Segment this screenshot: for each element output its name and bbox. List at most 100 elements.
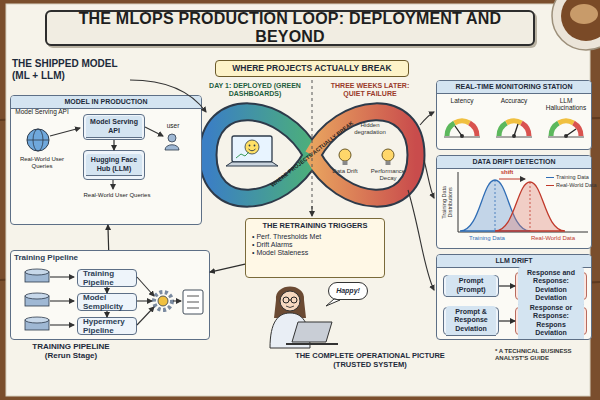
prompt-box: Prompt (Prompt): [443, 275, 499, 297]
node-text: DATA DRIFT DETECTION: [437, 156, 591, 169]
coffee-cup: [561, 0, 600, 41]
label-text: DAY 1: DEPLOYED (GREEN DASHBOARDS): [205, 82, 305, 98]
node-text: • Model Staleness: [252, 249, 378, 257]
label-text: THE COMPLETE OPERATIONAL PICTURE (TRUSTE…: [282, 352, 458, 369]
infinity-loop: [312, 112, 416, 198]
legend-swatch: [546, 177, 554, 178]
analyst-figure: [280, 291, 300, 311]
flow-arrow: [424, 160, 434, 198]
infinity-loop: [208, 112, 312, 198]
process-box: Model Semplicity: [77, 293, 137, 311]
connector-arrow: [210, 264, 245, 272]
node-text: MODEL IN PRODUCTION: [11, 96, 201, 109]
node-text: LLM DRIFT: [437, 255, 591, 268]
label-text: Real-World User Queries: [76, 192, 158, 199]
infinity-loop: [208, 80, 416, 214]
node-text: Response and Response: Deviation Deviati…: [518, 267, 584, 304]
flow-arrow: [311, 206, 312, 216]
response-box: Response or Response: Respons Deviation: [515, 307, 587, 335]
label-text: LLM Hallucinations: [541, 97, 591, 112]
analyst-figure: [291, 297, 297, 303]
analyst-figure: [283, 297, 289, 303]
warning-bulbs: [382, 149, 394, 161]
coffee-cup: [570, 4, 598, 24]
node-text: • Drift Alarms: [252, 241, 378, 249]
warning-bulbs: [343, 161, 348, 165]
process-box: Training Pipeline: [77, 269, 137, 287]
analyst-figure: [289, 300, 291, 301]
label-text: Accuracy: [489, 97, 539, 104]
node-text: Happy!: [336, 287, 360, 295]
dashboard-laptop: [249, 149, 256, 151]
warning-bulbs: [339, 149, 394, 165]
analyst-figure: [286, 343, 338, 345]
analyst-figure: [270, 313, 310, 348]
label-text: Real-World User Queries: [14, 156, 70, 170]
speech-bubble: Happy!: [328, 282, 368, 300]
legend-text: Training Data: [556, 174, 589, 180]
legend-swatch: [546, 185, 554, 186]
node-text: • Perf. Thresholds Met: [252, 233, 378, 241]
title-text: THE MLOPS PRODUCTION LOOP: DEPLOYMENT AN…: [47, 10, 533, 46]
banner-box: WHERE PROJECTS ACTUALLY BREAK: [215, 60, 409, 77]
legend-text: Real-World Data: [556, 182, 597, 188]
legend-item: Training Data: [546, 174, 589, 180]
label-text: Training Data: [462, 235, 512, 242]
speech-tail: [326, 299, 340, 306]
panel-box: REAL-TIME MONITORING STATION: [436, 80, 592, 150]
infinity-loop: [208, 112, 312, 198]
dashboard-laptop: [232, 136, 272, 162]
label-text: Data Drift: [325, 168, 365, 175]
label-text: Real-World Data: [522, 235, 584, 242]
label-text: Model Serving API: [14, 108, 70, 115]
coffee-cup: [552, 0, 600, 50]
analyst-figure: [292, 322, 332, 342]
flow-arrow: [420, 112, 434, 125]
group-box: Training PipelineTRAINING PIPELINE (Reru…: [10, 250, 210, 340]
node-text: Training Pipeline: [11, 251, 209, 264]
node-text: THE RETRAINING TRIGGERS: [252, 222, 378, 231]
speech-tail: [326, 299, 340, 306]
process-box: Hugging Face Hub (LLM): [83, 150, 145, 180]
infinity-loop: [312, 112, 416, 198]
node-text: Hugging Face Hub (LLM): [86, 154, 142, 175]
dashboard-laptop: [249, 145, 251, 147]
node-text: Model Semplicity: [80, 291, 134, 313]
label-text: Latency: [437, 97, 487, 104]
dashboard-laptop: [236, 152, 249, 158]
label-text: Training Data Distributions: [441, 172, 454, 232]
node-text: REAL-TIME MONITORING STATION: [437, 81, 591, 94]
dashboard-laptop: [226, 162, 278, 166]
node-text: Training Pipeline: [80, 267, 134, 289]
response-box: Response and Response: Deviation Deviati…: [515, 272, 587, 300]
node-text: Hypermery Pipeline: [80, 315, 134, 337]
label-text: user: [158, 122, 188, 129]
dashboard-laptop: [245, 140, 259, 154]
flow-arrow: [408, 190, 434, 290]
connector-arrow: [107, 225, 109, 250]
node-text: WHERE PROJECTS ACTUALLY BREAK: [232, 64, 391, 74]
panel-box: DATA DRIFT DETECTION: [436, 155, 592, 249]
label-text: Hidden degradation: [345, 122, 395, 136]
coffee-cup: [552, 0, 600, 50]
trigger-box: THE RETRAINING TRIGGERS • Perf. Threshold…: [245, 218, 385, 278]
dashboard-laptop: [226, 136, 278, 166]
dashboard-laptop: [254, 145, 256, 147]
label-text: THREE WEEKS LATER: QUIET FAILURE: [322, 82, 418, 98]
prompt-box: Prompt & Response Deviation: [443, 307, 499, 335]
title-banner: THE MLOPS PRODUCTION LOOP: DEPLOYMENT AN…: [45, 10, 535, 46]
label-text: Performance Decay: [366, 168, 410, 182]
analyst-figure: [274, 287, 306, 319]
node-text: TRAINING PIPELINE (Rerun Stage): [19, 342, 123, 360]
analyst-figure: [270, 287, 338, 349]
infinity-loop: [312, 80, 313, 214]
process-box: Hypermery Pipeline: [77, 317, 137, 335]
analyst-figure: [286, 306, 294, 308]
process-box: Model Serving API: [83, 114, 145, 140]
legend-item: Real-World Data: [546, 182, 597, 188]
label-text: WHERE PROJECTS ACTUALLY BREAK: [263, 115, 361, 194]
node-text: Model Serving API: [86, 116, 142, 137]
warning-bulbs: [386, 161, 391, 165]
